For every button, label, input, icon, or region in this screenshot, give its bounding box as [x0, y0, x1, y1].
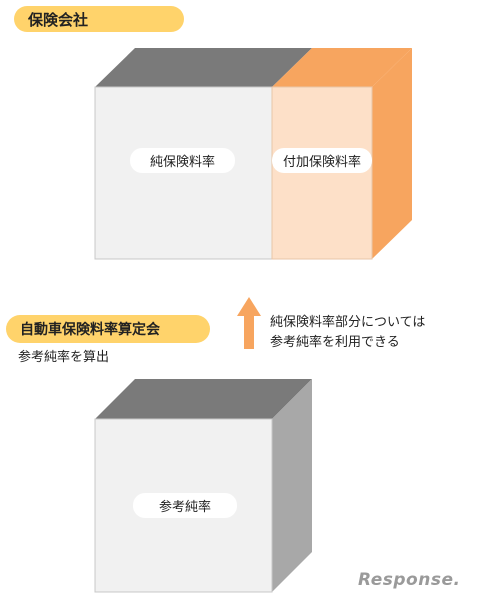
insurer-title-text: 保険会社: [28, 10, 89, 29]
pure-rate-block: [94, 86, 273, 260]
reference-rate-label: 参考純率: [133, 493, 237, 518]
reference-cube-side: [272, 379, 312, 592]
insurer-cube-top-gray: [95, 48, 312, 87]
arrow-shaft: [244, 315, 254, 349]
arrow-head: [237, 297, 261, 316]
rating-org-title: 自動車保険料率算定会: [6, 315, 210, 343]
insurer-title: 保険会社: [14, 6, 184, 32]
rating-org-title-text: 自動車保険料率算定会: [20, 322, 160, 338]
rating-org-subtitle: 参考純率を算出: [18, 350, 110, 365]
reference-cube-top: [95, 379, 312, 419]
loading-rate-label: 付加保険料率: [272, 148, 372, 173]
pure-rate-label: 純保険料率: [130, 148, 235, 173]
insurer-cube-side: [372, 48, 412, 259]
arrow-note-line1: 純保険料率部分については: [270, 315, 426, 330]
insurer-cube-top-orange: [272, 48, 412, 87]
watermark-logo: Response.: [358, 570, 461, 590]
loading-rate-block: [271, 86, 373, 260]
arrow-note-line2: 参考純率を利用できる: [270, 335, 400, 350]
